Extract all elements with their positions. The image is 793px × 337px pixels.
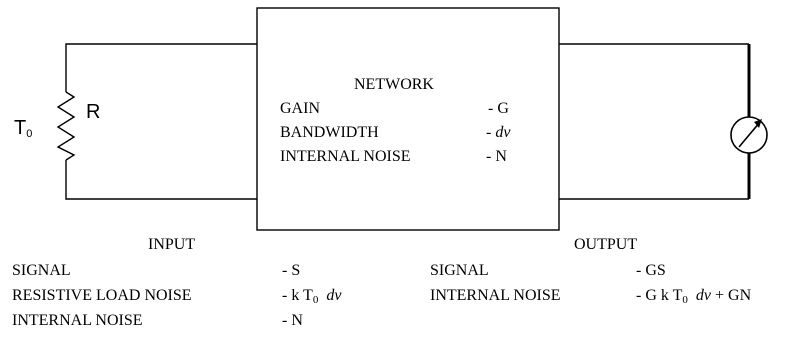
network-box bbox=[256, 7, 560, 231]
temperature-label: T0 bbox=[14, 117, 33, 140]
network-noise-value: - N bbox=[486, 148, 507, 165]
input-signal-label: SIGNAL bbox=[12, 262, 71, 279]
network-gain-value: - G bbox=[488, 100, 509, 117]
input-load-noise-label: RESISTIVE LOAD NOISE bbox=[12, 287, 192, 304]
resistor-symbol bbox=[56, 91, 76, 161]
input-load-noise-value: - k T0 dv bbox=[282, 287, 342, 306]
input-heading: INPUT bbox=[148, 236, 196, 253]
network-bandwidth-value: - dv bbox=[486, 124, 511, 141]
output-heading: OUTPUT bbox=[574, 236, 638, 253]
network-gain-label: GAIN bbox=[280, 100, 320, 117]
network-noise-label: INTERNAL NOISE bbox=[280, 148, 411, 165]
output-internal-noise-label: INTERNAL NOISE bbox=[430, 287, 561, 304]
output-signal-value: - GS bbox=[636, 262, 666, 279]
network-title: NETWORK bbox=[354, 76, 434, 93]
input-internal-noise-label: INTERNAL NOISE bbox=[12, 312, 143, 329]
network-bandwidth-label: BANDWIDTH bbox=[280, 124, 379, 141]
input-signal-value: - S bbox=[282, 262, 301, 279]
output-signal-label: SIGNAL bbox=[430, 262, 489, 279]
resistor-label: R bbox=[86, 101, 101, 123]
meter-needle-arrowhead bbox=[754, 119, 762, 128]
input-wire-top bbox=[65, 43, 257, 92]
output-internal-noise-value: - G k T0 dv + GN bbox=[636, 287, 752, 306]
input-wire-bottom bbox=[65, 160, 257, 200]
meter-needle bbox=[738, 121, 761, 148]
input-internal-noise-value: - N bbox=[282, 312, 303, 329]
